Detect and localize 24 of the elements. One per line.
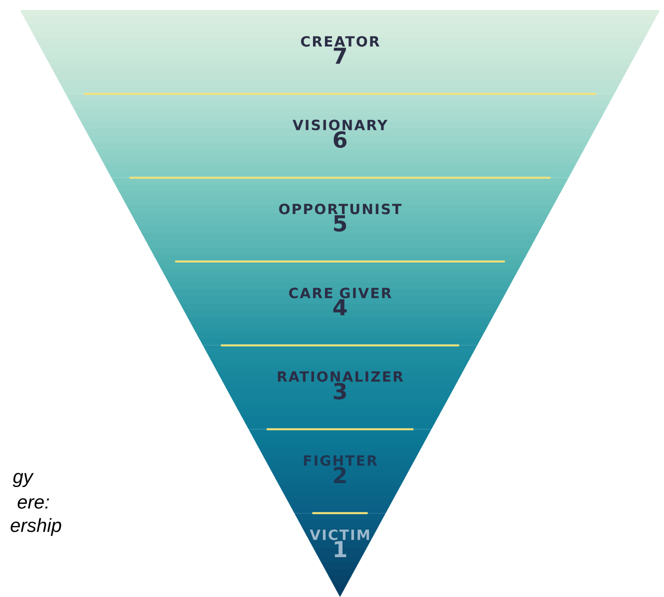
side-text: ership — [10, 518, 62, 536]
pyramid-band: VICTIM 1 — [294, 513, 386, 597]
node-label: 7 — [334, 48, 346, 64]
node-label: 3 — [334, 382, 346, 400]
node-label: 4 — [333, 299, 347, 316]
node-label: VISIONARY — [292, 120, 388, 130]
pyramid-band: CARE GIVER 4 — [157, 262, 523, 346]
node-label: CREATOR — [301, 36, 380, 47]
pyramid-band: FIGHTER 2 — [248, 429, 432, 514]
pyramid-band: CREATOR 7 — [20, 10, 660, 94]
side-text: gy — [12, 472, 34, 488]
pyramid-band: OPPORTUNIST 5 — [111, 178, 569, 262]
node-label: VICTIM — [310, 529, 370, 540]
node-label: 6 — [334, 131, 346, 148]
pyramid-band: RATIONALIZER 3 — [202, 345, 478, 430]
node-label: 2 — [334, 466, 346, 484]
pyramid-band: VISIONARY 6 — [66, 94, 614, 178]
node-label: 1 — [334, 541, 346, 558]
node-label: CARE GIVER — [289, 288, 392, 298]
node-label: FIGHTER — [304, 455, 378, 466]
node-label: RATIONALIZER — [278, 371, 404, 382]
node-label: 5 — [334, 215, 346, 232]
side-text: ere: — [18, 498, 50, 509]
node-label: OPPORTUNIST — [279, 204, 402, 214]
